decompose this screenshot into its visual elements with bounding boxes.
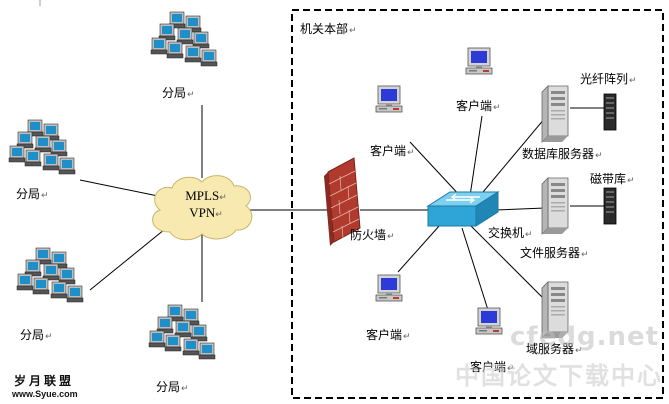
client-pc-icon (465, 47, 493, 75)
brand-url: www.Syue.com (12, 389, 78, 399)
watermark-site: cfedg.net (510, 322, 660, 352)
database-server-icon (541, 85, 569, 143)
branch-links (79, 105, 605, 311)
client-pc-icon (375, 85, 403, 113)
fiber-array-icon (603, 93, 617, 131)
cloud-label: MPLS↵ VPN↵ (185, 188, 227, 220)
branch-left-pc-cluster (9, 120, 75, 174)
branch-label-bottom-left: 分局↵ (20, 328, 53, 342)
client-pc-icon (375, 274, 403, 302)
switch-icon (426, 191, 500, 227)
domain-server-label: 域服务器↵ (526, 342, 583, 356)
client-label: 客户端↵ (456, 99, 501, 113)
branch-top-pc-cluster (151, 12, 217, 66)
branch-label-left: 分局↵ (16, 187, 49, 201)
file-server-icon (541, 177, 569, 235)
client-pc-icon (475, 307, 503, 335)
hq-boundary (291, 9, 664, 399)
client-label: 客户端↵ (470, 360, 515, 374)
brand-name: 岁月联盟 (14, 374, 75, 388)
firewall-icon (324, 157, 361, 246)
mpls-vpn-cloud-icon (152, 175, 253, 241)
firewall-label: 防火墙↵ (350, 228, 395, 242)
hq-title: 机关本部↵ (300, 22, 357, 36)
branch-bottom-pc-cluster (149, 305, 215, 359)
database-server-label: 数据库服务器↵ (522, 147, 603, 161)
branch-label-bottom: 分局↵ (156, 380, 189, 394)
fiber-array-label: 光纤阵列↵ (580, 72, 637, 86)
tape-library-icon (603, 187, 617, 225)
branch-bottom-left-pc-cluster (17, 248, 83, 302)
switch-label: 交换机↵ (488, 226, 533, 240)
file-server-label: 文件服务器↵ (520, 246, 589, 260)
watermark-cn: 中国论文下载中心 (455, 362, 663, 390)
client-label: 客户端↵ (370, 144, 415, 158)
client-label: 客户端↵ (366, 328, 411, 342)
branch-label-top: 分局↵ (162, 86, 195, 100)
tape-library-label: 磁带库↵ (590, 172, 635, 186)
